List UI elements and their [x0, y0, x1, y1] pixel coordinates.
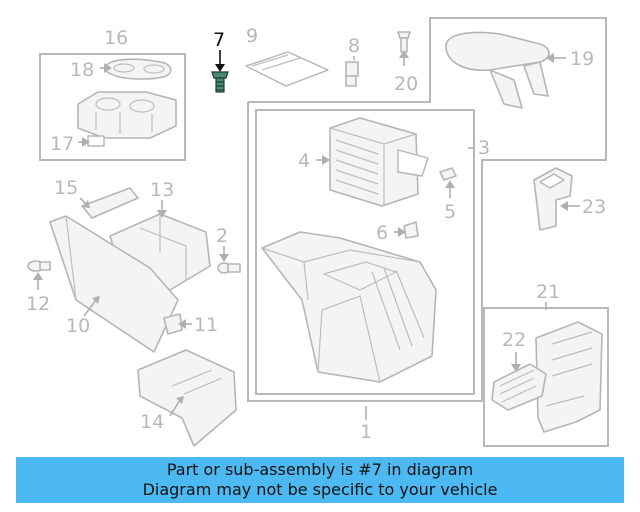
group-box-3-inner [255, 109, 475, 395]
callout-14: 14 [140, 411, 164, 433]
part-5-clip [439, 167, 457, 181]
part-9-pad [245, 51, 329, 87]
callout-3: 3 [478, 137, 490, 159]
part-7-bolt [211, 71, 229, 93]
callout-20: 20 [394, 73, 418, 95]
callout-16: 16 [104, 27, 128, 49]
callout-2: 2 [216, 225, 228, 247]
callout-17: 17 [50, 133, 74, 155]
callout-23: 23 [582, 196, 606, 218]
cup-holder-assembly [77, 58, 177, 147]
callout-22: 22 [502, 329, 526, 351]
callout-7: 7 [213, 29, 225, 51]
part-2-screw [217, 262, 241, 274]
callout-11: 11 [194, 314, 218, 336]
part-15-bracket [81, 187, 139, 219]
callout-15: 15 [54, 177, 78, 199]
callout-9: 9 [246, 25, 258, 47]
part-1-console-base [261, 231, 437, 383]
part-12-pin [27, 260, 51, 272]
callout-13: 13 [150, 179, 174, 201]
group-box-16 [39, 53, 186, 161]
callout-6: 6 [376, 222, 388, 244]
part-14-cover [137, 349, 237, 447]
parts-diagram: 16 18 17 7 9 8 20 19 3 4 5 6 23 15 13 2 … [26, 17, 609, 447]
banner-line-1: Part or sub-assembly is #7 in diagram [166, 460, 474, 479]
part-6-fastener [403, 221, 419, 239]
part-23-duct [533, 167, 573, 231]
callout-4: 4 [298, 150, 310, 172]
part-20-screw [397, 31, 411, 53]
part-22-vent [491, 363, 547, 411]
part-4-storage-bin [329, 117, 429, 207]
part-8-clip [345, 61, 359, 87]
banner-line-2: Diagram may not be specific to your vehi… [142, 480, 498, 499]
callout-8: 8 [348, 35, 360, 57]
callout-18: 18 [70, 59, 94, 81]
part-10-side-panel [49, 215, 179, 353]
callout-10: 10 [66, 315, 90, 337]
callout-21: 21 [536, 281, 560, 303]
part-19-armrest-lid [445, 31, 550, 109]
part-11-clip [163, 313, 183, 335]
callout-19: 19 [570, 48, 594, 70]
callout-12: 12 [26, 293, 50, 315]
callout-5: 5 [444, 201, 456, 223]
callout-1: 1 [360, 421, 372, 443]
part-21-rear-panel [491, 321, 603, 433]
info-banner: Part or sub-assembly is #7 in diagram Di… [16, 457, 624, 503]
group-box-3-19 [247, 17, 607, 402]
